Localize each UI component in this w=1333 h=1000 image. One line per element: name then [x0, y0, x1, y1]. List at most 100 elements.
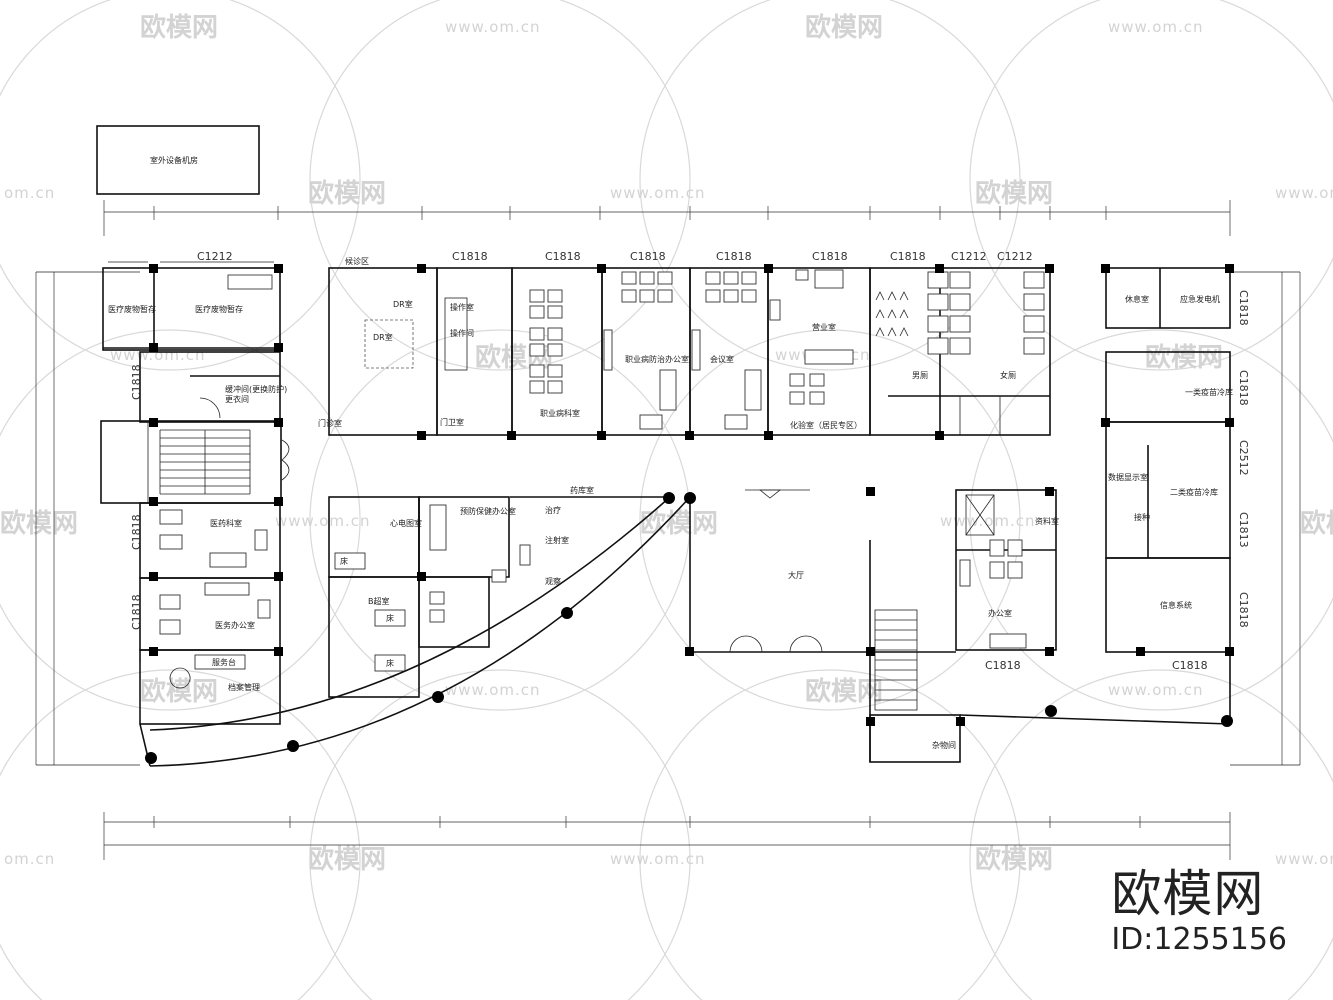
lower-rooms: 床 心电图室 床 床 B超室 预防保健办公室 注射室 治疗 观察 药库室: [139, 485, 691, 767]
watermark-url: www.om.cn: [1108, 681, 1204, 699]
office-label: 办公室: [988, 608, 1012, 618]
brand-id: ID:1255156: [1111, 922, 1287, 957]
watermark-url: www.om.cn: [1108, 18, 1204, 36]
watermark-url: om.cn: [4, 184, 55, 202]
svg-text:二类疫苗冷库: 二类疫苗冷库: [1170, 487, 1218, 497]
window-tag: C1818: [130, 514, 143, 550]
svg-text:缓冲间(更换防护): 缓冲间(更换防护): [225, 384, 287, 394]
svg-text:床: 床: [340, 556, 348, 566]
window-tag: C1818: [545, 250, 581, 263]
watermark-texts: 欧模网 欧模网 www.om.cn www.om.cn om.cn 欧模网 ww…: [0, 12, 1333, 875]
watermark-logo: 欧模网: [140, 676, 218, 707]
svg-text:床: 床: [386, 613, 394, 623]
window-tag: C1818: [630, 250, 666, 263]
watermark-url: www.om.cn: [940, 512, 1036, 530]
window-tag: C1818: [130, 594, 143, 630]
window-tag: C1818: [1237, 592, 1250, 628]
window-tag: C1818: [1237, 370, 1250, 406]
svg-text:会议室: 会议室: [710, 354, 734, 364]
watermark-logo: 欧模网: [308, 844, 386, 875]
watermark-logo: 欧模网: [1145, 342, 1223, 373]
dimension-lines: [35, 200, 1301, 860]
window-tag: C1818: [452, 250, 488, 263]
structural-columns: [145, 264, 1234, 764]
svg-text:杂物间: 杂物间: [932, 740, 956, 750]
svg-text:职业病科室: 职业病科室: [540, 408, 580, 418]
dr-inner-label: DR室: [373, 332, 393, 342]
watermark-url: om.cn: [4, 850, 55, 868]
toilet-stalls: [927, 271, 1045, 355]
watermark-url: www.om.cn: [610, 850, 706, 868]
window-tag: C1818: [812, 250, 848, 263]
svg-text:一类疫苗冷库: 一类疫苗冷库: [1185, 387, 1233, 397]
watermark-logo: 欧模网: [805, 676, 883, 707]
svg-text:门卫室: 门卫室: [440, 417, 464, 427]
hall-label: 大厅: [788, 570, 804, 580]
window-tag: C1818: [985, 659, 1021, 672]
watermark-logo: 欧模网: [140, 12, 218, 43]
window-tag: C1818: [1237, 290, 1250, 326]
watermark-url: www.om.cn: [445, 18, 541, 36]
window-tag: C1818: [130, 364, 143, 400]
svg-text:医疗废物暂存: 医疗废物暂存: [195, 304, 243, 314]
right-wing: 休息室 应急发电机 一类疫苗冷库 数据显示室 接种 二类疫苗冷库 信息系统 资料…: [955, 267, 1233, 725]
central-hall: 大厅 杂物间: [689, 489, 961, 763]
watermark-logo: 欧模网: [975, 844, 1053, 875]
watermark-logo: 欧模网: [1300, 508, 1333, 539]
watermark-url: www.om.cn: [275, 512, 371, 530]
watermark-url: www.om.cn: [1275, 850, 1333, 868]
svg-text:门诊室: 门诊室: [318, 418, 342, 428]
outdoor-equipment-box: [96, 125, 260, 195]
svg-text:应急发电机: 应急发电机: [1180, 294, 1220, 304]
window-tag: C1818: [890, 250, 926, 263]
svg-text:预防保健办公室: 预防保健办公室: [460, 506, 516, 516]
brand-block: 欧模网 ID:1255156: [1111, 866, 1287, 958]
watermark-logo: 欧模网: [640, 508, 718, 539]
watermark-logo: 欧模网: [0, 508, 78, 539]
watermark-url: www.om.cn: [445, 681, 541, 699]
window-tags: C1212 C1818 C1818 C1818 C1818 C1818 C181…: [130, 250, 1250, 672]
svg-text:医药科室: 医药科室: [210, 518, 242, 528]
svg-text:观察: 观察: [545, 576, 561, 586]
svg-text:信息系统: 信息系统: [1160, 600, 1192, 610]
svg-text:操作间: 操作间: [450, 328, 474, 338]
svg-text:注射室: 注射室: [545, 535, 569, 545]
womens-toilet-label: 女厕: [1000, 370, 1016, 380]
svg-text:职业病防治办公室: 职业病防治办公室: [625, 354, 689, 364]
brand-name: 欧模网: [1111, 865, 1265, 923]
svg-text:接种: 接种: [1134, 512, 1150, 522]
window-tag: C1212: [951, 250, 987, 263]
watermark-url: www.om.cn: [1275, 184, 1333, 202]
svg-text:资料室: 资料室: [1035, 516, 1059, 526]
left-wing: 医疗废物暂存 医疗废物暂存 缓冲间(更换防护) 更衣间 医药科室: [100, 261, 290, 725]
svg-text:休息室: 休息室: [1125, 294, 1149, 304]
staircase-left: [159, 429, 251, 495]
staircase-center: [874, 609, 918, 711]
dr-room-label: DR室: [393, 299, 413, 309]
svg-text:档案管理: 档案管理: [228, 682, 260, 692]
watermark-logo: 欧模网: [805, 12, 883, 43]
mens-toilet-label: 男厕: [912, 371, 928, 380]
svg-text:化验室（居民专区）: 化验室（居民专区）: [790, 420, 862, 430]
window-tag: C1818: [716, 250, 752, 263]
window-tag: C1212: [197, 250, 233, 263]
svg-text:候诊区: 候诊区: [345, 256, 369, 266]
svg-text:医务办公室: 医务办公室: [215, 620, 255, 630]
watermark-url: www.om.cn: [610, 184, 706, 202]
window-tag: C1818: [1172, 659, 1208, 672]
upper-rooms: DR室 DR室 候诊区 操作室 操作间 门卫室 门诊室 职业病科室 职业病防治办…: [318, 256, 1051, 436]
svg-text:床: 床: [386, 658, 394, 668]
svg-text:心电图室: 心电图室: [390, 518, 422, 528]
svg-text:治疗: 治疗: [545, 505, 561, 515]
window-tag: C1212: [997, 250, 1033, 263]
watermark-logo: 欧模网: [308, 178, 386, 209]
svg-text:医疗废物暂存: 医疗废物暂存: [108, 304, 156, 314]
svg-text:服务台: 服务台: [212, 657, 236, 667]
svg-text:更衣间: 更衣间: [225, 394, 249, 404]
window-tag: C1813: [1237, 512, 1250, 548]
window-tag: C2512: [1237, 440, 1250, 476]
svg-text:营业室: 营业室: [812, 322, 836, 332]
svg-text:数据显示室: 数据显示室: [1108, 472, 1148, 482]
